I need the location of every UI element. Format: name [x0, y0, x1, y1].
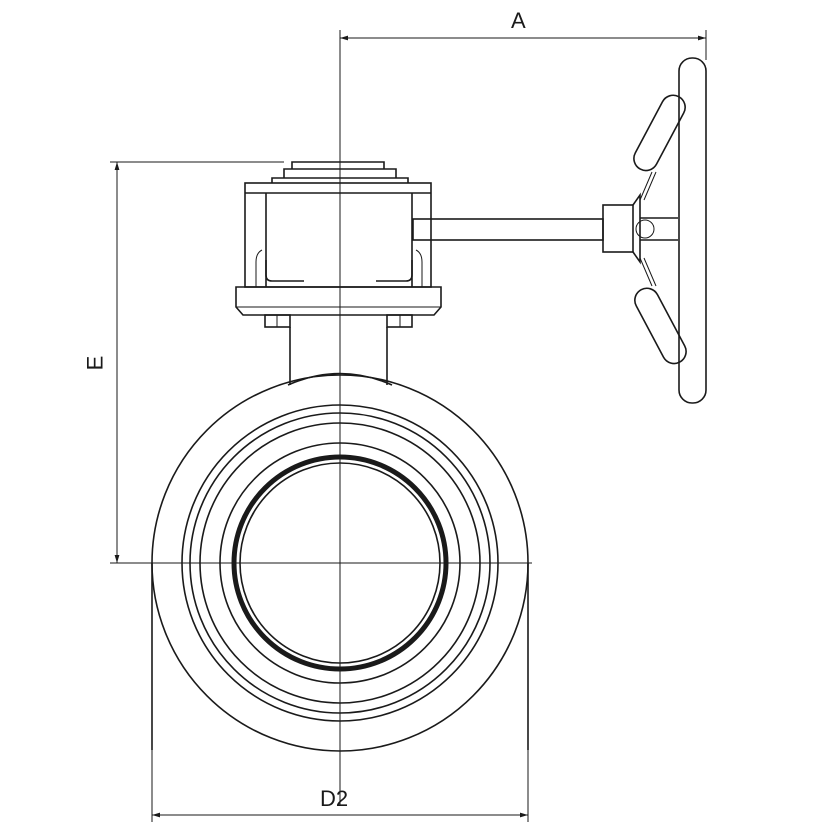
dimension-e-label: E — [82, 355, 108, 371]
dimension-e — [110, 161, 284, 563]
centerlines — [110, 30, 532, 805]
handwheel — [412, 57, 707, 404]
gearbox — [235, 161, 442, 316]
dimension-d2-label: D2 — [320, 786, 349, 811]
dimension-a — [340, 30, 707, 60]
dimension-a-label: A — [511, 8, 526, 33]
dimension-d2 — [151, 750, 529, 822]
